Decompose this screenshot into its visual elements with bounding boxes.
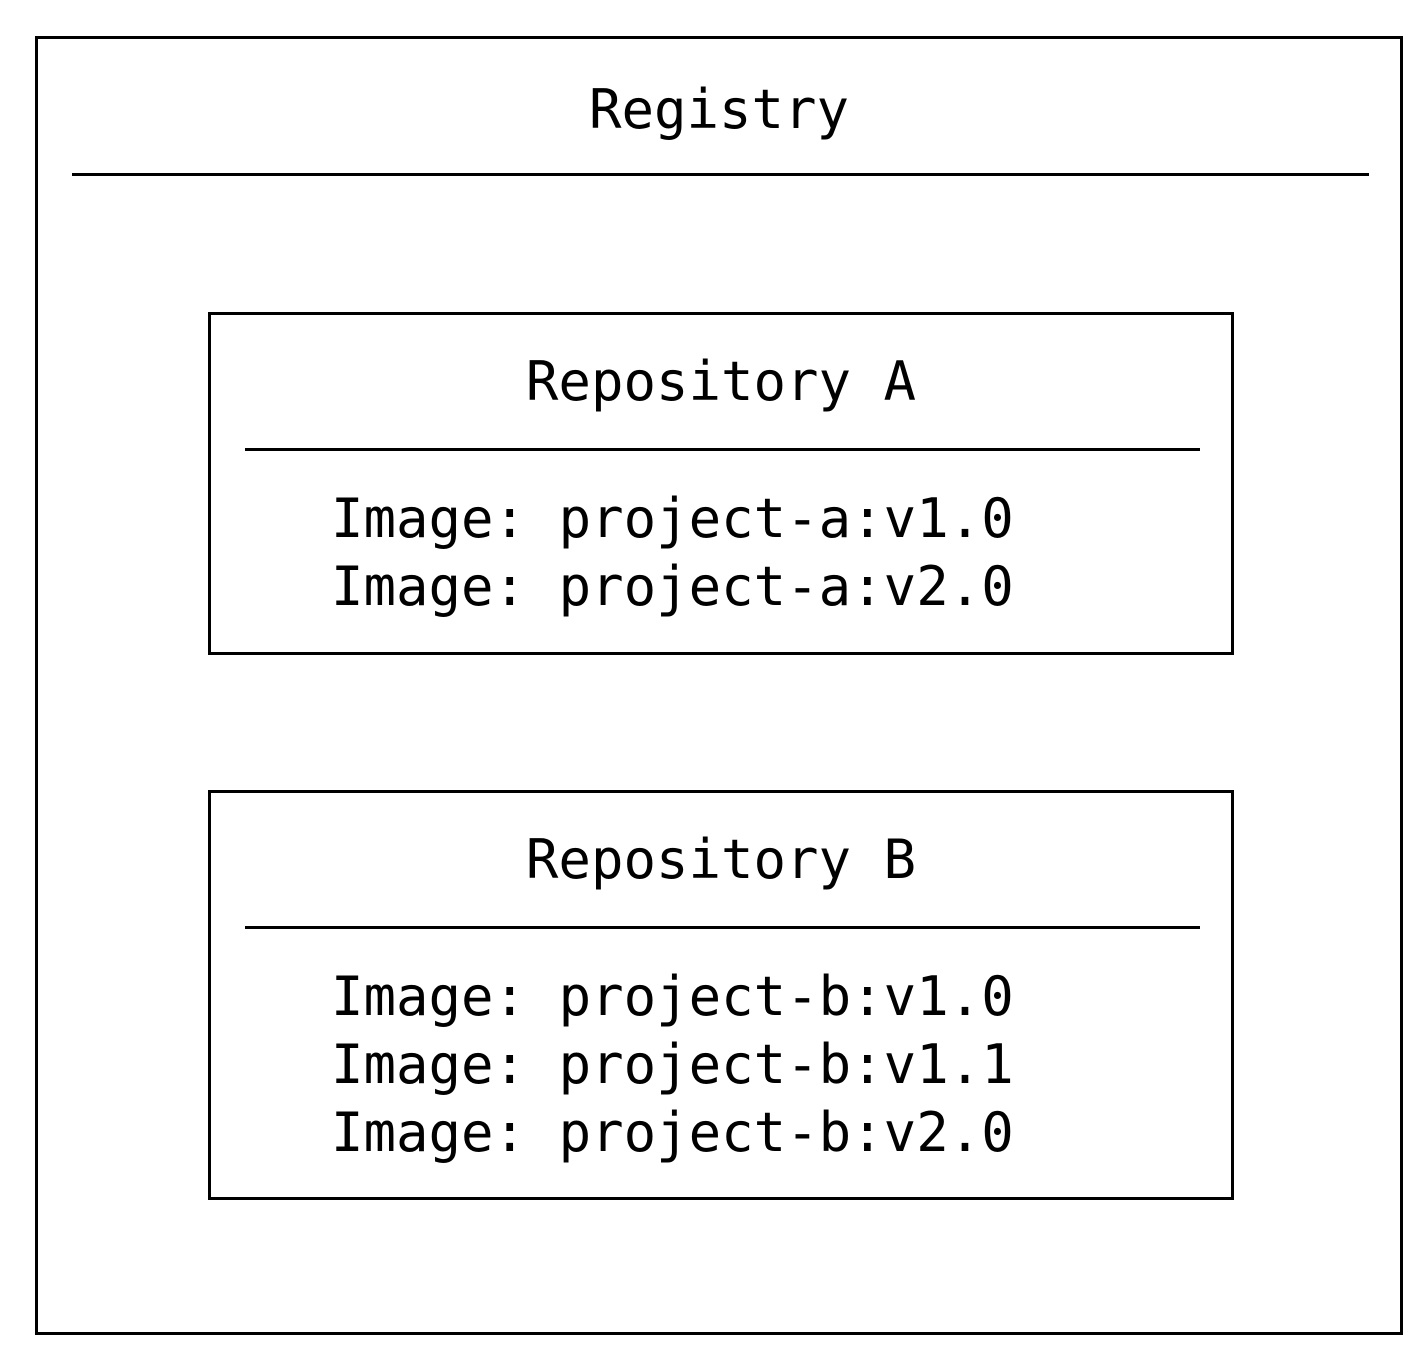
- registry-box: Registry Repository A Image: project-a:v…: [35, 36, 1403, 1335]
- repository-a-image-list: Image: project-a:v1.0 Image: project-a:v…: [331, 485, 1014, 621]
- image-entry: Image: project-b:v2.0: [331, 1101, 1014, 1164]
- repository-a-divider: [245, 448, 1200, 451]
- image-entry: Image: project-a:v2.0: [331, 555, 1014, 618]
- repository-b-box: Repository B Image: project-b:v1.0 Image…: [208, 790, 1234, 1200]
- image-entry: Image: project-b:v1.1: [331, 1033, 1014, 1096]
- image-entry: Image: project-b:v1.0: [331, 965, 1014, 1028]
- registry-divider: [72, 173, 1369, 176]
- repository-a-box: Repository A Image: project-a:v1.0 Image…: [208, 312, 1234, 655]
- repository-a-title: Repository A: [525, 350, 917, 413]
- repository-b-image-list: Image: project-b:v1.0 Image: project-b:v…: [331, 963, 1014, 1167]
- registry-title: Registry: [588, 78, 850, 141]
- repository-b-title: Repository B: [525, 828, 917, 891]
- image-entry: Image: project-a:v1.0: [331, 487, 1014, 550]
- repository-b-divider: [245, 926, 1200, 929]
